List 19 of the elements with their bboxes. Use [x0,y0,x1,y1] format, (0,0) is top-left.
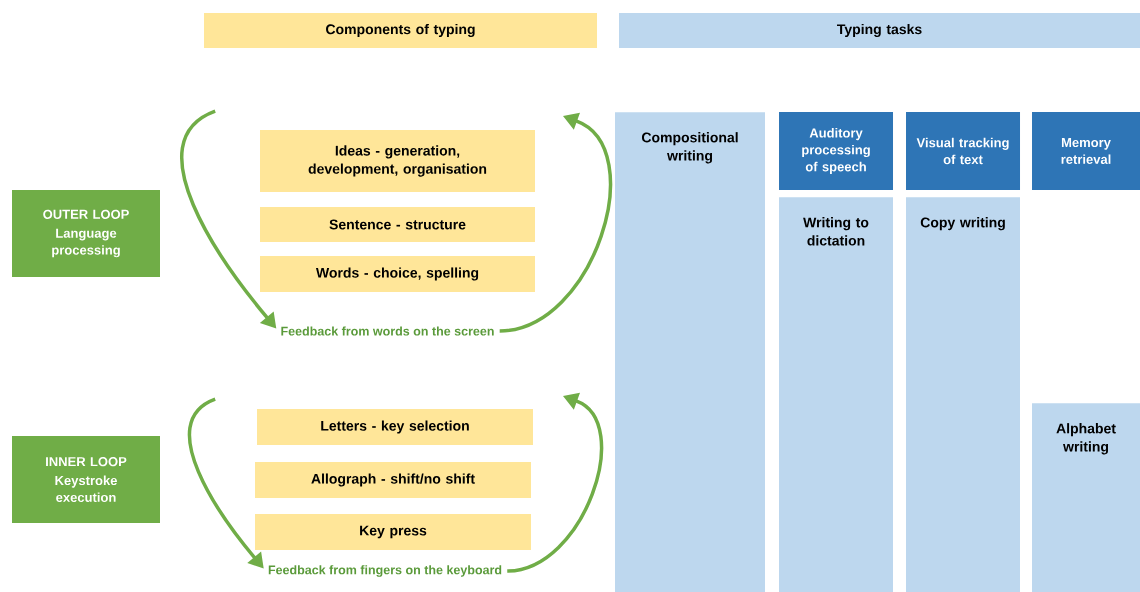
component-box: Sentence - structure [260,207,535,242]
loop-box: INNER LOOP Keystroke execution [12,436,160,523]
task-column: Alphabet writing [1032,403,1140,592]
component-box: Key press [255,514,531,550]
feedback-text: Feedback from fingers on the keyboard [268,565,502,577]
loop-box: OUTER LOOP Language processing [12,190,160,277]
component-box: Letters - key selection [257,409,533,445]
feedback-text: Feedback from words on the screen [281,326,494,336]
header-band: Components of typing [204,13,597,48]
component-box: Words - choice, spelling [260,256,535,292]
task-column: Writing to dictation [779,197,893,592]
header-band: Typing tasks [619,13,1140,48]
component-box: Allograph - shift/no shift [255,462,531,498]
task-column: Copy writing [906,197,1020,592]
task-column: Compositional writing [615,112,765,592]
component-box: Ideas - generation, development, organisation [260,130,535,192]
task-box: Auditory processing of speech [779,112,893,190]
task-box: Memory retrieval [1032,112,1140,190]
task-box: Visual tracking of text [906,112,1020,190]
